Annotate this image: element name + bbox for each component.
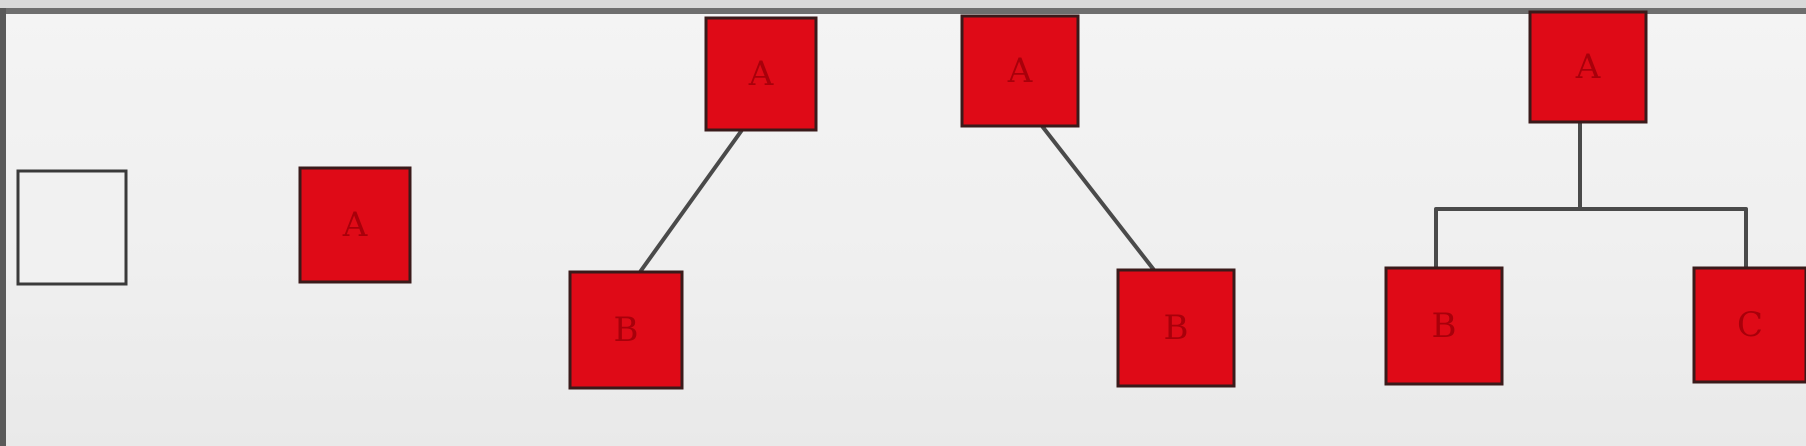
top-strip — [0, 0, 1806, 8]
node-label-c: C — [1737, 305, 1763, 345]
node-label-b: B — [614, 310, 639, 350]
nodes-layer: A A B A B A — [16, 10, 1806, 390]
edge-a-c — [1578, 120, 1748, 270]
node-b: B — [568, 270, 684, 390]
node-a: A — [704, 16, 818, 132]
frame-top-border — [0, 8, 1806, 14]
edge-a-b — [1434, 120, 1582, 270]
node-label-b: B — [1164, 308, 1189, 348]
node-label-b: B — [1432, 306, 1457, 346]
node-a: A — [1528, 10, 1648, 124]
node-c: C — [1692, 266, 1806, 384]
edges-layer — [638, 120, 1748, 274]
node-label-a: A — [1575, 47, 1601, 87]
edge-a-b — [638, 128, 744, 274]
node-label-a: A — [342, 205, 368, 245]
frame-left-border — [0, 8, 6, 446]
node-label-a: A — [748, 54, 774, 94]
node-b: B — [1384, 266, 1504, 386]
node-b: B — [1116, 268, 1236, 388]
node-label-a: A — [1007, 51, 1033, 91]
empty-node — [16, 169, 128, 286]
node-a: A — [298, 166, 412, 284]
node-a: A — [960, 14, 1080, 128]
edge-a-b — [1040, 124, 1156, 272]
